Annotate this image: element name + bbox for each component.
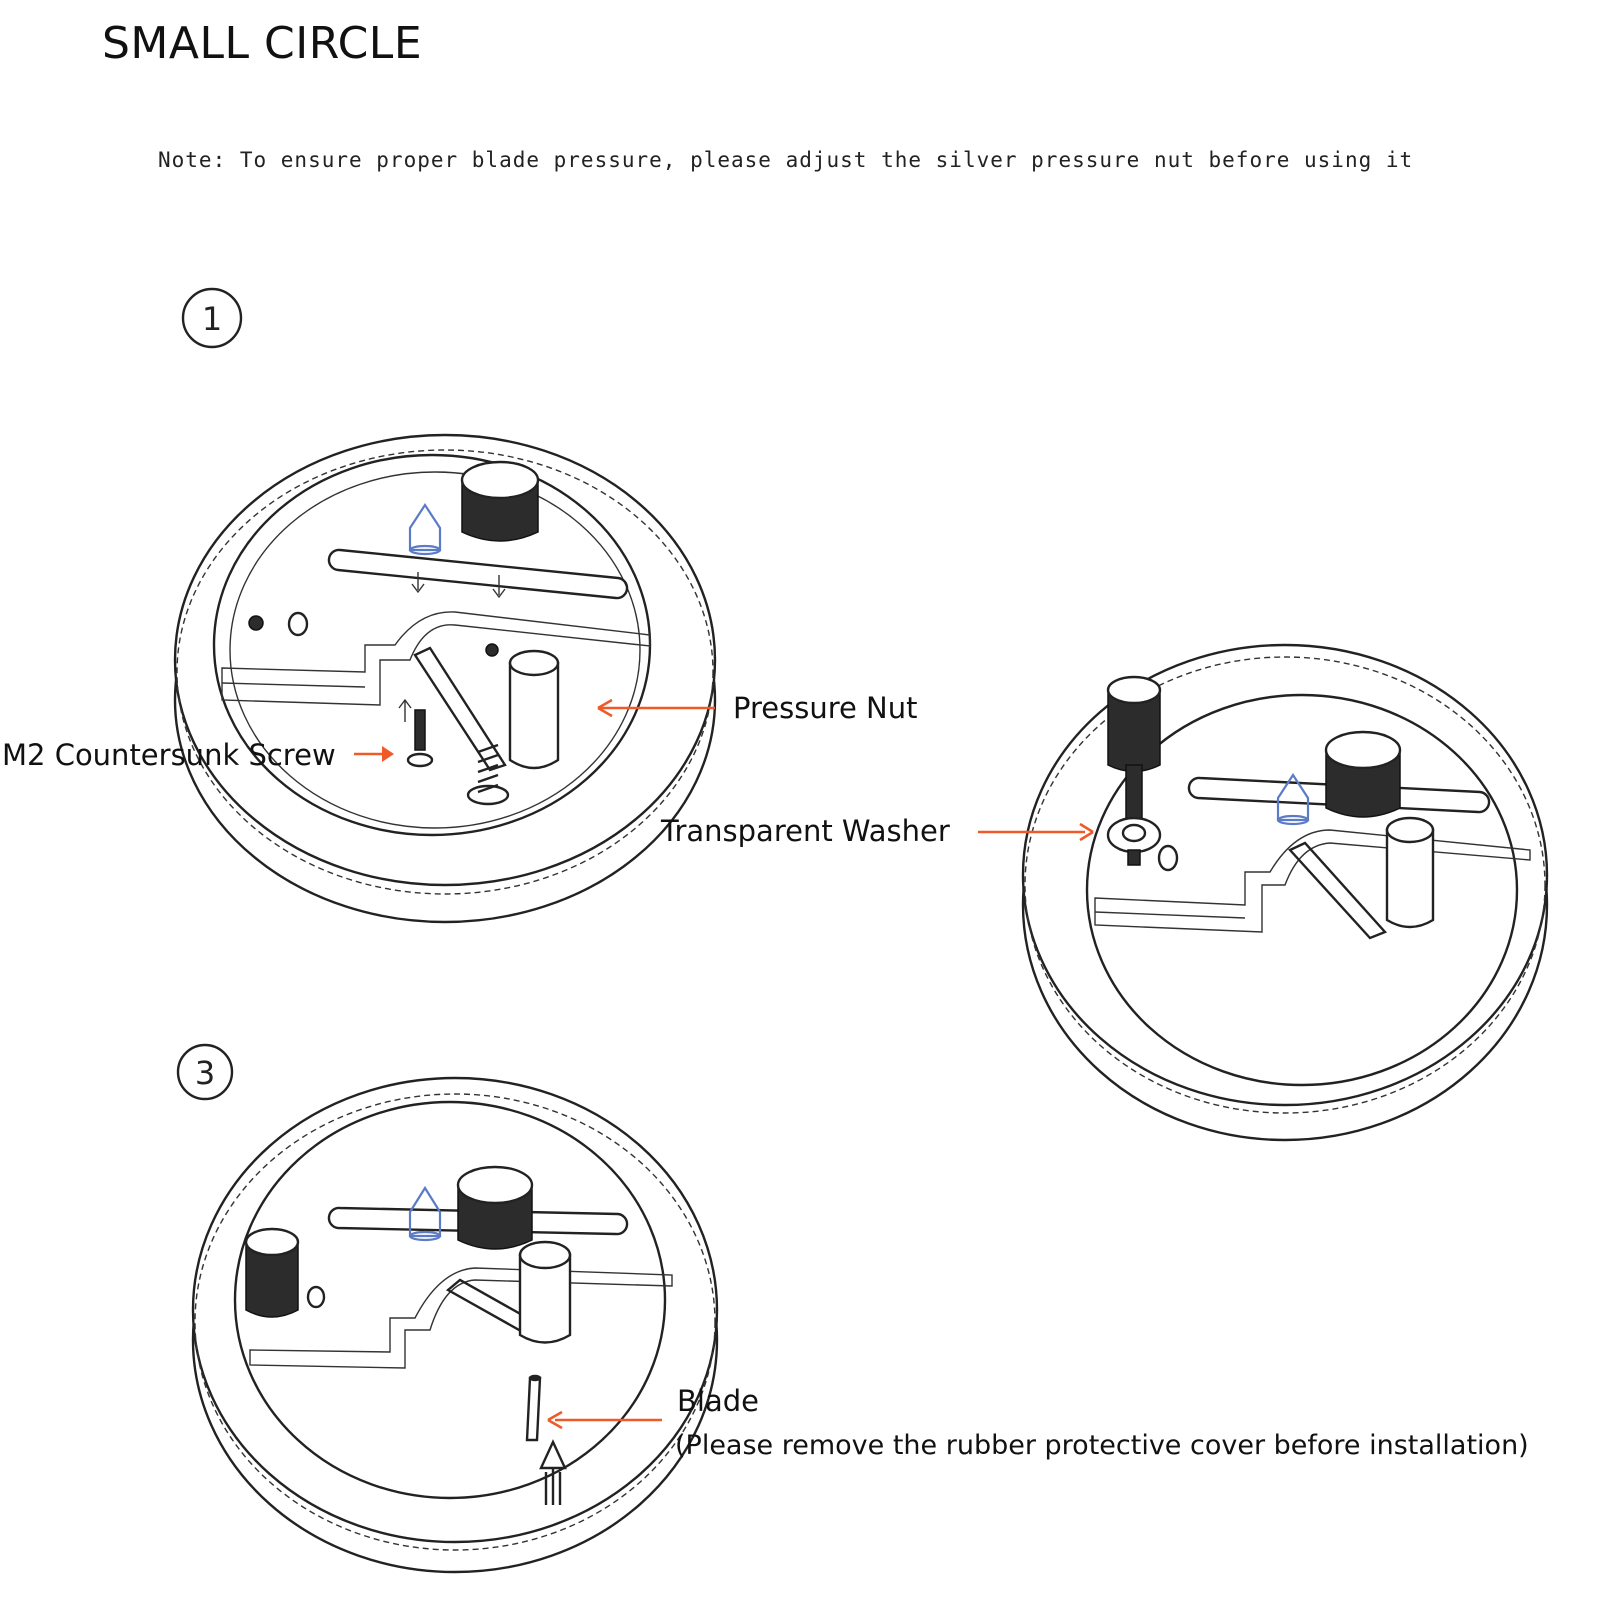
step-3-marker: 3 <box>176 1043 234 1101</box>
transparent-washer-label: Transparent Washer <box>661 814 950 848</box>
transparent-washer-arrow <box>978 822 1094 842</box>
m2-screw-label: M2 Countersunk Screw <box>2 738 336 772</box>
blade-label: Blade <box>677 1384 759 1418</box>
step-1-marker: 1 <box>181 287 243 349</box>
cutter-step-3 <box>191 1076 719 1574</box>
blade-note-label: (Please remove the rubber protective cov… <box>675 1430 1529 1461</box>
diagram-title: SMALL CIRCLE <box>102 18 423 69</box>
blade-arrow <box>547 1410 662 1430</box>
pressure-nut-label: Pressure Nut <box>733 691 918 725</box>
step-3-number: 3 <box>195 1054 215 1092</box>
pressure-nut-arrow <box>597 698 715 718</box>
m2-screw-arrow <box>354 746 394 762</box>
step-1-number: 1 <box>202 300 222 338</box>
usage-note: Note: To ensure proper blade pressure, p… <box>158 148 1414 172</box>
cutter-step-2 <box>1021 643 1549 1142</box>
cutter-step-1 <box>173 433 717 924</box>
